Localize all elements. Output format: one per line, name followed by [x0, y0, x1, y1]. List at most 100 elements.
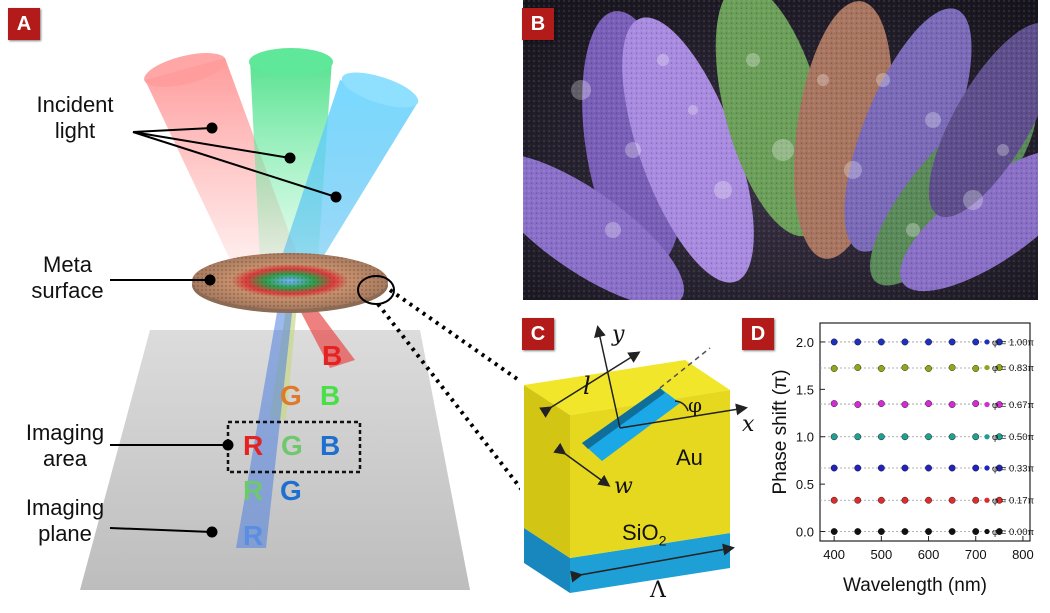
y-tick-label: 1.0 [796, 430, 814, 445]
data-point [925, 338, 932, 346]
panel-label-a: A [8, 8, 40, 40]
data-point [972, 338, 980, 346]
x-tick-label: 400 [823, 547, 845, 562]
y-axis-label: Phase shift (π) [770, 369, 791, 494]
series-label: φ = 1.00π [992, 337, 1034, 348]
letter-b-area: B [320, 430, 341, 461]
data-point [854, 364, 862, 371]
data-point [972, 400, 980, 407]
letter-b-mid: B [320, 380, 341, 411]
data-point [901, 338, 909, 346]
data-point [995, 433, 1003, 441]
data-point [901, 528, 909, 535]
letter-g-low: G [280, 475, 302, 506]
data-point [995, 496, 1003, 504]
slot-cavity [582, 388, 680, 461]
callout-lines [109, 122, 342, 538]
substrate-subscript: 2 [658, 532, 667, 549]
data-point [948, 364, 956, 371]
legend-marker [984, 434, 990, 440]
data-point [877, 365, 885, 372]
data-point [901, 464, 909, 472]
data-point [995, 364, 1003, 371]
data-point [830, 433, 838, 441]
series-label: φ = 0.83π [992, 363, 1034, 374]
plot-frame [819, 322, 1031, 542]
data-point [830, 400, 838, 407]
water-droplets [571, 53, 1009, 238]
panel-label-c: C [522, 318, 554, 350]
data-point [854, 401, 862, 408]
panel-a-illustration [80, 48, 520, 590]
data-point [901, 433, 909, 441]
x-tick-label: 500 [870, 547, 892, 562]
length-label: l [583, 372, 591, 400]
period-marker [570, 543, 735, 583]
data-point [995, 464, 1003, 472]
data-point [948, 464, 956, 472]
data-point [948, 338, 956, 346]
gold-label: Au [676, 445, 703, 470]
legend-marker [984, 401, 990, 408]
gold-front [524, 385, 570, 558]
length-marker [539, 351, 641, 418]
rgb-letter-group: B G B R G B R G R [0, 0, 520, 613]
letter-b-top: B [322, 340, 343, 371]
data-point [995, 401, 1003, 408]
data-point [854, 496, 862, 504]
series-label: φ = 0.17π [992, 496, 1034, 507]
imaging-area-line1: Imaging [25, 420, 105, 445]
data-point [925, 496, 932, 504]
x-tick-label: 800 [1012, 547, 1034, 562]
y-tick-label: 2.0 [796, 335, 814, 350]
data-point [948, 528, 956, 535]
letter-r-low: R [243, 475, 264, 506]
substrate-label: SiO2 [622, 520, 666, 548]
panel-b-image [523, 0, 1038, 300]
x-tick-label: 700 [965, 547, 987, 562]
data-point [925, 400, 932, 407]
series-label: φ = 0.67π [992, 400, 1034, 411]
data-point [877, 400, 885, 407]
data-point [830, 365, 838, 372]
letter-r-bottom: R [243, 520, 264, 551]
letter-r-area: R [243, 430, 264, 461]
data-point [854, 338, 862, 346]
data-point [925, 365, 932, 372]
data-point [948, 433, 956, 441]
width-label: w [614, 474, 633, 499]
imaging-plane-line1: Imaging [25, 495, 105, 520]
panel-label-d: D [742, 318, 774, 350]
data-point [877, 528, 885, 535]
imaging-area-label: Imaging area [20, 420, 110, 472]
y-tick-label: 0.0 [796, 525, 814, 540]
data-point [972, 365, 980, 372]
angle-label: φ [688, 393, 703, 417]
meta-line1: Meta [43, 252, 92, 277]
data-point [877, 464, 885, 472]
data-point [830, 338, 838, 346]
legend-marker [984, 465, 990, 471]
incident-line2: light [54, 118, 96, 143]
legend-marker [984, 339, 990, 345]
incident-light-label: Incident light [20, 92, 130, 144]
incident-line1: Incident [36, 92, 114, 117]
panel-label-b: B [522, 8, 554, 40]
y-axis-label: y [612, 322, 625, 347]
data-point [972, 496, 980, 504]
imaging-plane-label: Imaging plane [20, 495, 110, 547]
x-axis-label: x [742, 412, 755, 437]
substrate-front [524, 528, 570, 593]
x-axis-line [619, 403, 748, 429]
letter-g-area: G [281, 430, 303, 461]
width-marker [553, 442, 611, 487]
imaging-area-line2: area [42, 446, 88, 471]
data-point [877, 338, 885, 346]
data-point [925, 433, 932, 441]
data-point [925, 464, 932, 472]
data-point [854, 528, 862, 535]
data-point [830, 464, 838, 472]
x-tick-label: 600 [918, 547, 940, 562]
